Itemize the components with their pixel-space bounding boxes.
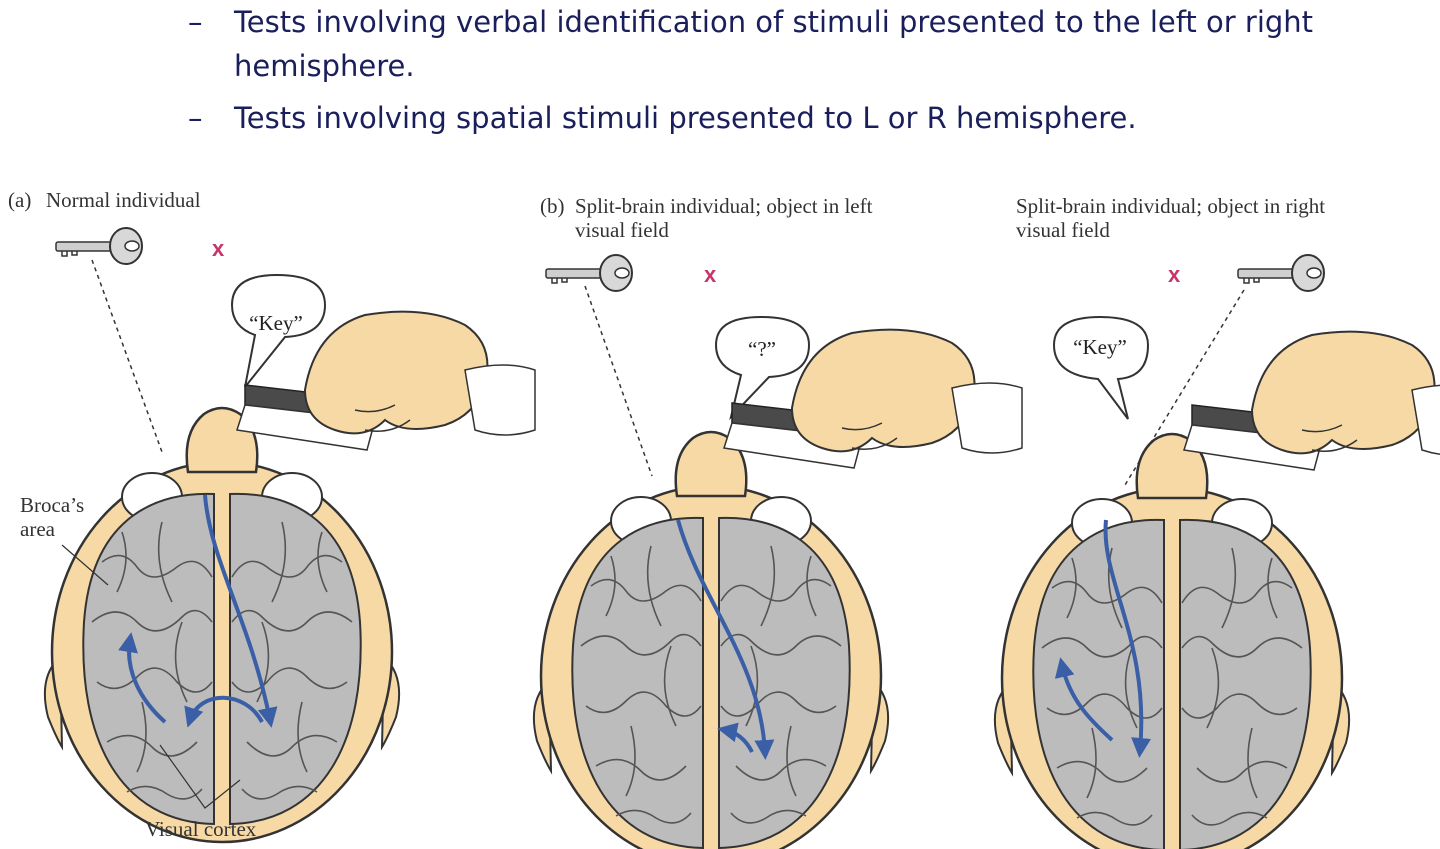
bullet-text: Tests involving spatial stimuli presente… [234,101,1137,135]
panel-c-caption: visual field [1016,218,1110,242]
head-brain-illustration [993,432,1351,849]
bullet-item: – Tests involving spatial stimuli presen… [188,96,1428,140]
panel-a-letter: (a) [8,188,31,212]
panel-c: Split-brain individual; object in right … [993,194,1440,849]
bullet-item: – Tests involving verbal identification … [188,0,1428,88]
key-icon [545,254,633,292]
visual-cortex-label: Visual cortex [145,817,257,841]
pathway-arrows [676,519,775,760]
panel-a-caption: Normal individual [46,188,201,212]
key-icon [55,227,143,265]
leader-line [61,544,109,586]
speech-text: “Key” [249,311,303,335]
panel-b-caption: visual field [575,218,669,242]
bullet-marker: – [188,5,203,39]
speech-text: “Key” [1073,335,1127,359]
panel-c-caption: Split-brain individual; object in right [1016,194,1325,218]
broca-label: Broca’s [20,493,84,517]
sight-line [91,259,163,453]
panel-b: (b) Split-brain individual; object in le… [532,194,1023,849]
bullet-text: Tests involving verbal identification of… [234,5,1314,83]
speech-bubble [1052,315,1150,420]
panel-a: (a) Normal individual x “Key” Broca’s ar… [8,188,536,844]
broca-label: area [20,517,56,541]
speech-bubble [230,273,327,388]
sight-line [584,285,653,477]
fixation-mark: x [704,262,717,287]
sight-line [1124,289,1245,486]
head-brain-illustration [43,406,401,844]
speech-text: “?” [748,337,776,361]
speech-bubble [714,315,811,421]
head-brain-illustration [532,430,890,849]
pathway-arrows [118,494,278,728]
fixation-mark: x [1168,262,1181,287]
bullet-list: – Tests involving verbal identification … [188,0,1428,140]
hand-illustration [1183,330,1440,471]
leader-line [159,744,241,809]
pathway-arrows [1054,519,1152,758]
bullet-marker: – [188,101,203,135]
key-icon [1237,254,1325,292]
panel-b-letter: (b) [540,194,565,218]
fixation-mark: x [212,236,225,261]
panel-b-caption: Split-brain individual; object in left [575,194,873,218]
